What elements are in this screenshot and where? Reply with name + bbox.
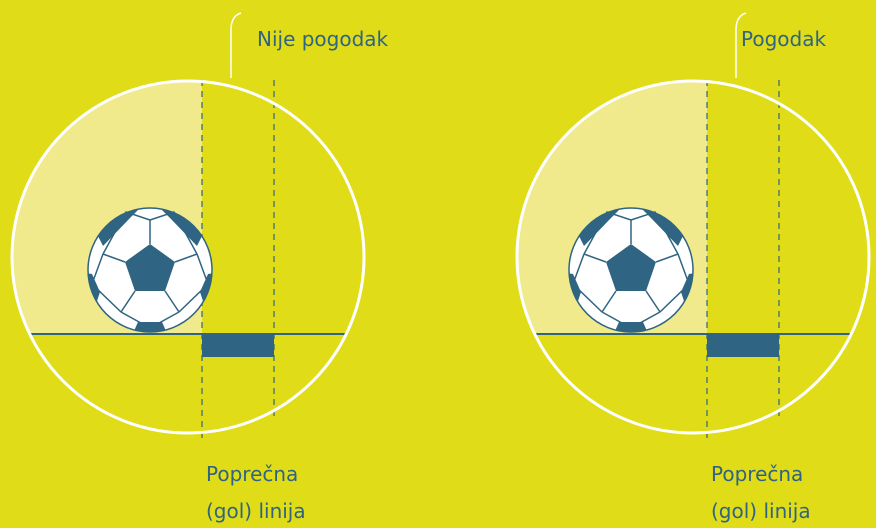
- verdict-pointer: [230, 12, 242, 78]
- goal-line-bar: [707, 334, 779, 357]
- verdict-label: Pogodak: [741, 27, 826, 51]
- magnifier-ring: [515, 79, 871, 435]
- caption-line-2: (gol) linija: [711, 499, 811, 523]
- panel-no-goal: Nije pogodak Poprečna (gol) linija: [10, 12, 389, 523]
- panel-goal: Pogodak Poprečna (gol) linija: [515, 12, 871, 523]
- caption-line-2: (gol) linija: [206, 499, 306, 523]
- magnifier-ring: [10, 79, 366, 435]
- goal-line-bar: [202, 334, 274, 357]
- verdict-pointer: [735, 12, 747, 78]
- caption-line-1: Poprečna: [206, 462, 298, 486]
- caption-line-1: Poprečna: [711, 462, 803, 486]
- verdict-label: Nije pogodak: [257, 27, 389, 51]
